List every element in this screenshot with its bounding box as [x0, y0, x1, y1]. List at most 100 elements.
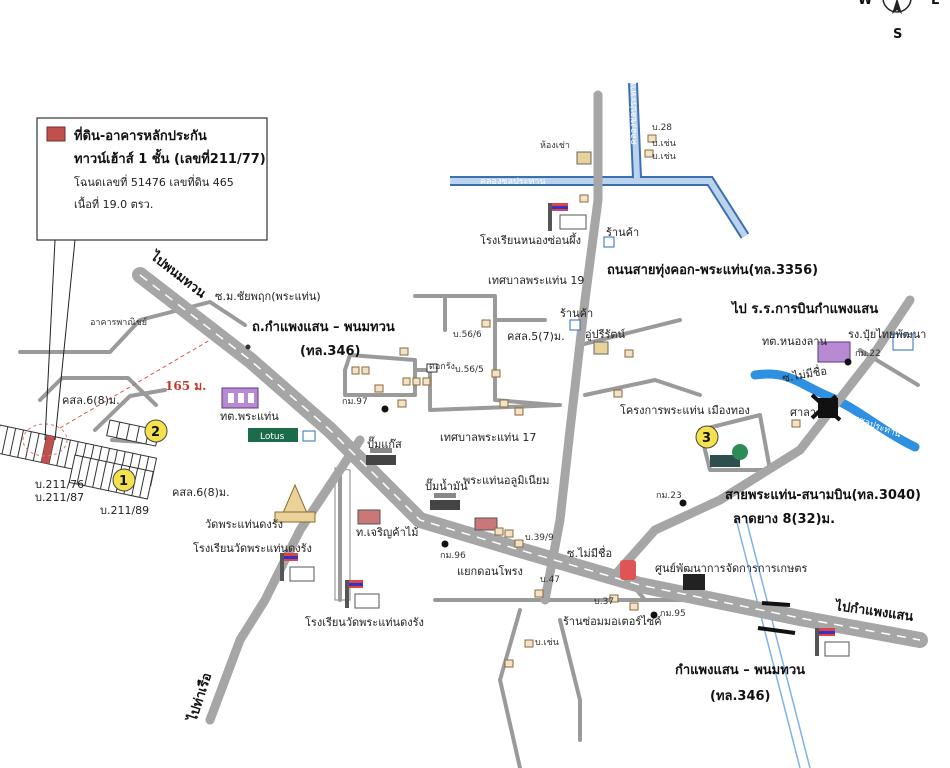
label-charoen-mai: ท.เจริญค้าไม้ — [356, 526, 419, 539]
school-flag-icon-4 — [815, 628, 850, 657]
label-lot-211-89: บ.211/89 — [100, 504, 149, 517]
marker-2[interactable]: 2 — [144, 419, 168, 443]
school-flag-icon-2 — [345, 580, 380, 609]
tesaban-nong-lan-icon — [817, 341, 851, 363]
compass-rose: W E S — [858, 0, 940, 42]
label-house-56-6: บ.56/6 — [453, 330, 482, 340]
label-shop-2: ร้านค้า — [560, 307, 593, 320]
compass-south: S — [893, 27, 902, 42]
label-road-kamphaeng-phanom: ถ.กำแพงแสน – พนมทวน — [252, 319, 395, 335]
label-project: โครงการพระแท่น เมืองทอง — [620, 403, 750, 417]
temple-icon — [274, 483, 316, 523]
label-km-23: กม.23 — [656, 491, 682, 501]
label-house-39-9: บ.39/9 — [525, 533, 554, 543]
label-house-47: บ.47 — [540, 575, 560, 585]
legend-title: ที่ดิน-อาคารหลักประกัน — [74, 126, 207, 144]
label-house-28: บ.28 — [652, 123, 672, 133]
label-canal-right: คลองชลประทาน — [837, 408, 902, 440]
label-distance: 165 ม. — [165, 379, 206, 393]
building-icons — [221, 134, 914, 668]
school-flag-icon-3 — [548, 203, 587, 231]
label-school-wat-2: โรงเรียนวัดพระแท่นดงรัง — [305, 615, 424, 629]
label-tesaban-nong-lan: ทต.หนองลาน — [762, 335, 828, 348]
school-flag-icon-1 — [280, 553, 315, 582]
label-tesaban-phrathaen: ทต.พระแท่น — [220, 410, 279, 423]
label-canal-top: คลองชลประทาน — [480, 177, 545, 187]
main-highway-346 — [132, 267, 928, 648]
svg-text:1: 1 — [119, 474, 128, 489]
subject-lot — [41, 434, 55, 465]
canals — [450, 82, 920, 768]
label-tesaban-17: เทศบาลพระแท่น 17 — [440, 431, 536, 444]
label-gas-station: ปั๊มแก๊ส — [367, 436, 402, 451]
label-oil-station: ปั๊มน้ำมัน — [425, 478, 468, 493]
factory-icon — [892, 333, 914, 351]
label-agri-center: ศูนย์พัฒนาการจัดการการเกษตร — [655, 562, 807, 575]
map-labels: ไปพนมทวน ถ.กำแพงแสน – พนมทวน (ทล.346) ซ.… — [35, 80, 926, 726]
bridges — [757, 393, 842, 635]
label-paved: ลาดยาง 8(32)ม. — [733, 512, 835, 527]
label-school-wat-1: โรงเรียนวัดพระแท่นดงรัง — [193, 541, 312, 555]
garage-icon — [593, 341, 609, 355]
label-wat-phrathaen: วัดพระแท่นดงรัง — [205, 518, 283, 531]
label-soi-chaiyaphruk: ซ.ม.ชัยพฤก(พระแท่น) — [215, 290, 321, 303]
gas-station-icon — [366, 448, 396, 465]
label-house-rent-3: บ.เช่น — [652, 152, 676, 162]
label-ksl-top: คสล.6(8)ม. — [62, 394, 120, 407]
label-school-nong-son: โรงเรียนหนองซ่อนผึ้ง — [480, 232, 581, 247]
label-house-37: บ.37 — [594, 597, 614, 607]
secondary-roads — [205, 90, 915, 725]
svg-text:3: 3 — [702, 431, 711, 446]
label-thung-khok-road: ถนนสายทุ่งคอก-พระแท่น(ทล.3356) — [607, 263, 818, 278]
lotus-store-icon — [248, 428, 298, 442]
legend-line-3: เนื้อที่ 19.0 ตรว. — [74, 196, 153, 211]
tesaban-building-icon — [221, 387, 259, 409]
project-houses-icon — [710, 444, 748, 467]
label-sala: ศาลา — [790, 406, 816, 419]
legend-line-1: ทาวน์เฮ้าส์ 1 ชั้น (เลขที่211/77) — [74, 148, 266, 167]
label-commercial-building: อาคารพาณิชย์ — [90, 316, 147, 328]
agri-center-icon — [683, 574, 705, 590]
legend-swatch — [46, 126, 66, 142]
label-shop-1: ร้านค้า — [606, 226, 639, 239]
label-garage: อู่ปรีรัตน์ — [585, 328, 626, 341]
label-house-rent: บ.เช่น — [535, 638, 559, 648]
label-ksl-5-7: คสล.5(7)ม. — [507, 330, 565, 343]
label-lot-211-76: บ.211/76 — [35, 478, 84, 491]
label-ksl-bottom: คสล.6(8)ม. — [172, 486, 230, 499]
pt-station-icon — [620, 560, 636, 580]
label-km-97: กม.97 — [342, 397, 368, 407]
label-route-346: (ทล.346) — [300, 344, 361, 359]
town-hall-icon — [426, 363, 438, 373]
marker-3[interactable]: 3 — [695, 425, 719, 449]
rental-room-icon — [576, 151, 592, 165]
legend-line-2: โฉนดเลขที่ 51476 เลขที่ดิน 465 — [74, 174, 234, 189]
label-canal-vertical: คลองชลประทาน — [629, 80, 639, 145]
label-house-rent-2: บ.เช่น — [652, 139, 676, 149]
label-km-95: กม.95 — [660, 609, 686, 619]
legend-box: ที่ดิน-อาคารหลักประกัน ทาวน์เฮ้าส์ 1 ชั้… — [36, 117, 268, 241]
shop-icon-2 — [569, 319, 581, 331]
label-intersection: แยกดอนโพรง — [457, 564, 523, 578]
shop-icon-1 — [603, 236, 615, 248]
label-rental-room: ห้องเช่า — [540, 140, 570, 151]
label-lotus: Lotus — [260, 432, 285, 442]
label-road-lower: กำแพงแสน – พนมทวน — [675, 662, 805, 678]
label-tesaban-19: เทศบาลพระแท่น 19 — [488, 274, 584, 287]
oil-station-icon — [430, 493, 460, 510]
marker-1[interactable]: 1 — [112, 468, 136, 492]
label-town-hall: ดอกรัง — [429, 362, 455, 372]
label-house-56-5: บ.56/5 — [455, 365, 484, 375]
aluminium-shop-icon — [474, 517, 498, 531]
compass-west: W — [858, 0, 872, 8]
label-to-airport: ไป ร.ร.การบินกำแพงแสน — [730, 300, 878, 317]
label-pui-factory: รง.ปุ๋ยไทยพัฒนา — [848, 328, 926, 341]
label-phrathaen-airport-road: สายพระแท่น-สนามบิน(ทล.3040) — [725, 488, 921, 503]
label-motorcycle-shop: ร้านซ่อมมอเตอร์ไซค์ — [563, 615, 662, 628]
label-km-22: กม.22 — [855, 349, 881, 359]
label-lot-211-87: บ.211/87 — [35, 491, 84, 504]
svg-text:2: 2 — [151, 425, 160, 440]
label-route-346-lower: (ทล.346) — [710, 689, 771, 704]
label-aluminium: พระแท่นอลูมิเนียม — [463, 474, 550, 487]
